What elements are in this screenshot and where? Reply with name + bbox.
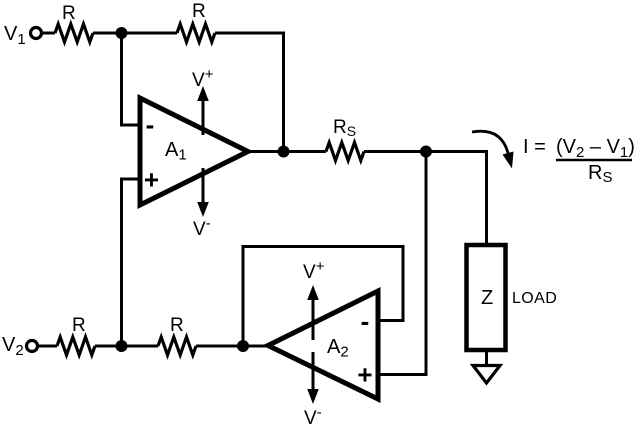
opamp-a2-body	[262, 286, 381, 403]
v1-terminal	[28, 25, 44, 41]
junction-dot	[115, 27, 128, 39]
resistor-bottom-input	[55, 332, 97, 360]
v2-terminal	[24, 338, 40, 354]
ground-icon	[469, 363, 504, 386]
a2-inverting-input-label: -	[361, 306, 370, 336]
resistor-sense	[324, 137, 366, 166]
wire-a2-feedback	[241, 245, 405, 346]
formula-denominator: RS	[588, 162, 612, 186]
wire-a1-inverting	[120, 33, 141, 127]
a1-noninverting-input-label: +	[144, 165, 159, 195]
arrow-head-icon	[197, 86, 209, 101]
arrow-head-icon	[502, 151, 514, 169]
arrow-head-icon	[307, 389, 319, 404]
formula-numerator: (V2 – V1)	[556, 136, 635, 161]
vminus-label-a1: V-	[193, 215, 211, 240]
vminus-arrow-a2	[307, 352, 319, 404]
junction-dot	[420, 145, 432, 158]
vminus-arrow-a1	[197, 168, 209, 217]
opamp-a1-body	[137, 93, 254, 210]
opamp-a2-label: A2	[327, 336, 349, 361]
load-impedance-label: Z	[481, 287, 493, 309]
resistor-label-bottom-output: R	[170, 315, 184, 336]
junction-dot	[115, 340, 128, 352]
vminus-label-a2: V-	[304, 404, 322, 429]
resistor-top-input	[53, 19, 95, 47]
arrow-head-icon	[197, 202, 209, 217]
wire-feedback-top	[215, 31, 285, 152]
arrow-arc	[471, 129, 510, 154]
vplus-label-a2: V+	[303, 258, 325, 283]
junction-dot	[237, 340, 249, 352]
resistor-bottom-output	[156, 332, 198, 360]
a1-inverting-input-label: -	[146, 110, 155, 140]
a2-noninverting-input-label: +	[357, 360, 372, 390]
resistor-label-top-input: R	[62, 3, 76, 24]
wire-a1-noninverting	[120, 177, 141, 346]
load-impedance-box	[464, 242, 508, 353]
v2-label: V2	[2, 334, 24, 359]
junction-dot	[277, 145, 290, 158]
resistor-label-bottom-input: R	[72, 315, 86, 336]
load-label: LOAD	[512, 290, 557, 307]
formula-lhs: I =	[523, 136, 546, 158]
vplus-arrow-a2	[307, 285, 319, 340]
opamp-a1-label: A1	[165, 139, 187, 164]
resistor-label-sense: RS	[333, 117, 356, 139]
v1-label: V1	[4, 23, 26, 48]
formula-current: I = (V2 – V1) RS	[523, 136, 635, 186]
wire-to-load	[364, 150, 488, 245]
wire-a2-noninverting	[378, 151, 428, 376]
current-direction-arrow-icon	[471, 129, 514, 169]
vplus-arrow-a1	[197, 86, 209, 135]
vplus-label-a1: V+	[192, 66, 214, 91]
resistor-label-top-feedback: R	[192, 1, 206, 22]
resistor-top-feedback	[175, 19, 217, 47]
arrow-head-icon	[307, 285, 319, 300]
wires	[37, 31, 488, 376]
